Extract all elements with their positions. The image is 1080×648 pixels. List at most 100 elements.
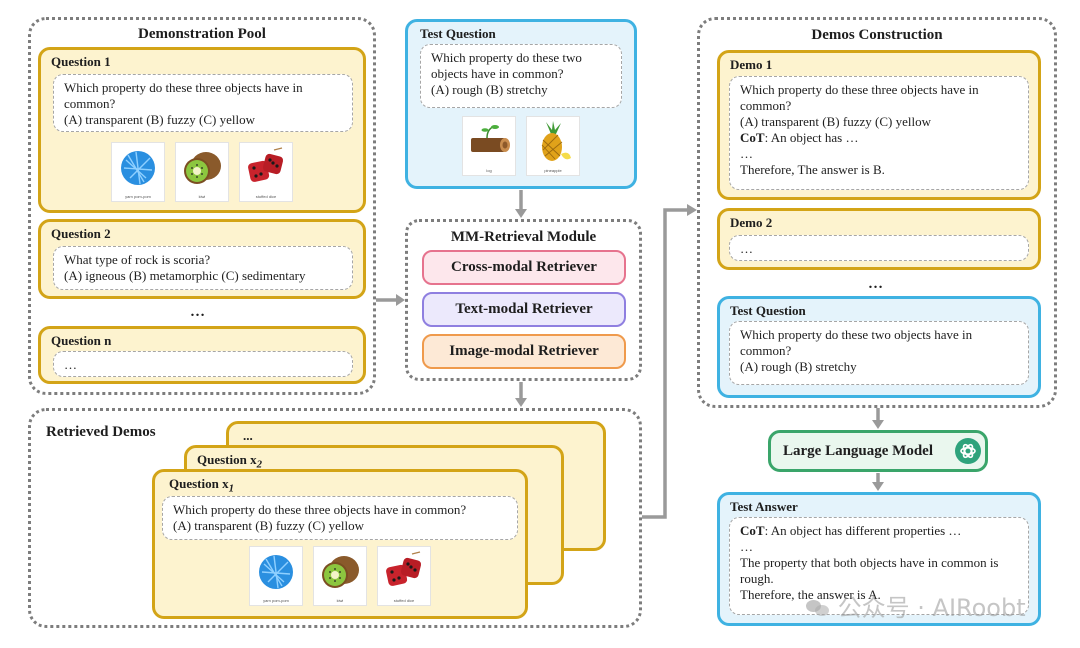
image-caption: kiwi: [198, 194, 206, 199]
log-image: log: [462, 116, 516, 176]
demos-test-question-label: Test Question: [730, 303, 806, 318]
test-question-title: Test Question: [420, 26, 496, 41]
test-answer-line: rough.: [740, 571, 774, 586]
question-2-line: (A) igneous (B) metamorphic (C) sediment…: [64, 268, 306, 283]
demo-1-cot-text: : An object has …: [764, 130, 859, 145]
test-answer-dots: …: [740, 539, 753, 554]
retrieved-demo-x2-label: Question x2: [187, 448, 561, 471]
demo-1-cot-line: CoT: An object has …: [740, 130, 1018, 146]
test-answer-title: Test Answer: [730, 499, 798, 514]
kiwi-image: kiwi: [313, 546, 367, 606]
question-1-line: common?: [64, 96, 116, 111]
question-1-card: Question 1 Which property do these three…: [38, 47, 366, 213]
mm-retrieval-module-group: [405, 219, 642, 381]
cross-modal-retriever: Cross-modal Retriever: [422, 250, 626, 285]
arrow-pool-to-retrieval-head: [396, 294, 405, 306]
test-answer-cot-label: CoT: [740, 523, 765, 538]
question-1-label: Question 1: [51, 54, 111, 69]
demo-2-label: Demo 2: [730, 215, 773, 230]
image-caption: yarn pom-pom: [125, 194, 151, 199]
retrieved-demos-group: [28, 408, 642, 628]
arrow-demos-to-construction: [642, 208, 688, 519]
image-caption: log: [486, 168, 492, 173]
demo-2-text-box: …: [729, 235, 1029, 261]
watermark: 公众号 · AIRoobt: [806, 588, 1026, 623]
arrow-llm-to-answer-head: [872, 482, 884, 491]
test-answer-card: Test Answer CoT: An object has different…: [717, 492, 1041, 626]
yarn-pom-pom-image: yarn pom-pom: [111, 142, 165, 202]
demo-2-card: Demo 2 …: [717, 208, 1041, 270]
wechat-icon: [806, 598, 830, 618]
demo-1-dots: …: [740, 146, 753, 161]
demos-test-question-card: Test Question Which property do these tw…: [717, 296, 1041, 398]
demo-1-cot-label: CoT: [740, 130, 765, 145]
question-n-card: Question n …: [38, 326, 366, 384]
image-modal-retriever: Image-modal Retriever: [422, 334, 626, 369]
large-language-model-label: Large Language Model: [783, 443, 933, 459]
image-caption: kiwi: [336, 598, 344, 603]
retrieved-demo-line: (A) transparent (B) fuzzy (C) yellow: [173, 518, 364, 533]
test-question-line: (A) rough (B) stretchy: [431, 82, 548, 97]
question-1-line: (A) transparent (B) fuzzy (C) yellow: [64, 112, 255, 127]
stuffed-dice-image: stuffed dice: [239, 142, 293, 202]
demo-1-answer: Therefore, The answer is B.: [740, 162, 885, 177]
question-2-text-box: What type of rock is scoria? (A) igneous…: [53, 246, 353, 290]
test-answer-text-box: CoT: An object has different properties …: [729, 517, 1029, 615]
arrow-construction-to-llm-head: [872, 420, 884, 429]
yarn-pom-pom-image: yarn pom-pom: [249, 546, 303, 606]
large-language-model-box: Large Language Model: [768, 430, 988, 472]
retrieved-demo-line: Which property do these three objects ha…: [173, 502, 467, 517]
stuffed-dice-image: stuffed dice: [377, 546, 431, 606]
demos-ellipsis: …: [868, 276, 883, 292]
question-x1-text: Question x: [169, 476, 229, 491]
retrieved-demo-x1-label: Question x1: [155, 472, 525, 495]
image-caption: stuffed dice: [255, 194, 277, 199]
test-question-line: objects have in common?: [431, 66, 564, 81]
demos-test-question-line: (A) rough (B) stretchy: [740, 359, 857, 374]
retrieved-demo-images: yarn pom-pom kiwi stuffed dice: [155, 546, 525, 606]
question-1-line: Which property do these three objects ha…: [64, 80, 303, 95]
test-answer-line: Therefore, the answer is A.: [740, 587, 881, 602]
test-question-card: Test Question Which property do these tw…: [405, 19, 637, 189]
retrieved-demo-x1-text-box: Which property do these three objects ha…: [162, 496, 518, 540]
question-2-line: What type of rock is scoria?: [64, 252, 211, 267]
retrieved-demo-x1-card: Question x1 Which property do these thre…: [152, 469, 528, 619]
kiwi-image: kiwi: [175, 142, 229, 202]
pineapple-image: pineapple: [526, 116, 580, 176]
retrieved-demos-title: Retrieved Demos: [46, 424, 156, 440]
demo-1-line: (A) transparent (B) fuzzy (C) yellow: [740, 114, 931, 129]
pool-ellipsis: …: [190, 304, 205, 320]
question-n-text-box: …: [53, 351, 353, 377]
test-answer-cot-text: : An object has different properties …: [764, 523, 962, 538]
llm-logo-icon: [955, 438, 981, 464]
demo-1-line: Which property do these three objects ha…: [740, 82, 979, 97]
question-x2-subscript: 2: [256, 458, 263, 471]
question-2-label: Question 2: [51, 226, 111, 241]
image-caption: yarn pom-pom: [263, 598, 289, 603]
arrow-retrieval-to-demos-head: [515, 398, 527, 407]
retrieved-demo-back-label: ...: [243, 428, 253, 443]
test-question-images: log pineapple: [408, 116, 634, 176]
demos-test-question-line: Which property do these two objects have…: [740, 327, 973, 342]
demo-1-text-box: Which property do these three objects ha…: [729, 76, 1029, 190]
demo-1-label: Demo 1: [730, 57, 773, 72]
mm-retrieval-module-title: MM-Retrieval Module: [450, 229, 597, 245]
test-answer-cot-line: CoT: An object has different properties …: [740, 523, 1018, 539]
test-question-text-box: Which property do these two objects have…: [420, 44, 622, 108]
demos-construction-group: [697, 17, 1057, 408]
question-n-label: Question n: [51, 333, 112, 348]
arrow-demos-to-construction-head: [687, 204, 697, 216]
test-answer-line: The property that both objects have in c…: [740, 555, 999, 570]
demos-test-question-text-box: Which property do these two objects have…: [729, 321, 1029, 385]
watermark-text: 公众号 · AIRoobt: [837, 594, 1026, 622]
text-modal-retriever: Text-modal Retriever: [422, 292, 626, 327]
demonstration-pool-title: Demonstration Pool: [138, 26, 266, 42]
demo-1-card: Demo 1 Which property do these three obj…: [717, 50, 1041, 200]
question-2-card: Question 2 What type of rock is scoria? …: [38, 219, 366, 299]
demonstration-pool-group: [28, 17, 376, 395]
test-question-line: Which property do these two: [431, 50, 582, 65]
question-x2-text: Question x: [197, 452, 257, 467]
question-1-images: yarn pom-pom kiwi stuffed dice: [41, 142, 363, 202]
demos-construction-title: Demos Construction: [811, 27, 943, 43]
image-caption: stuffed dice: [393, 598, 415, 603]
